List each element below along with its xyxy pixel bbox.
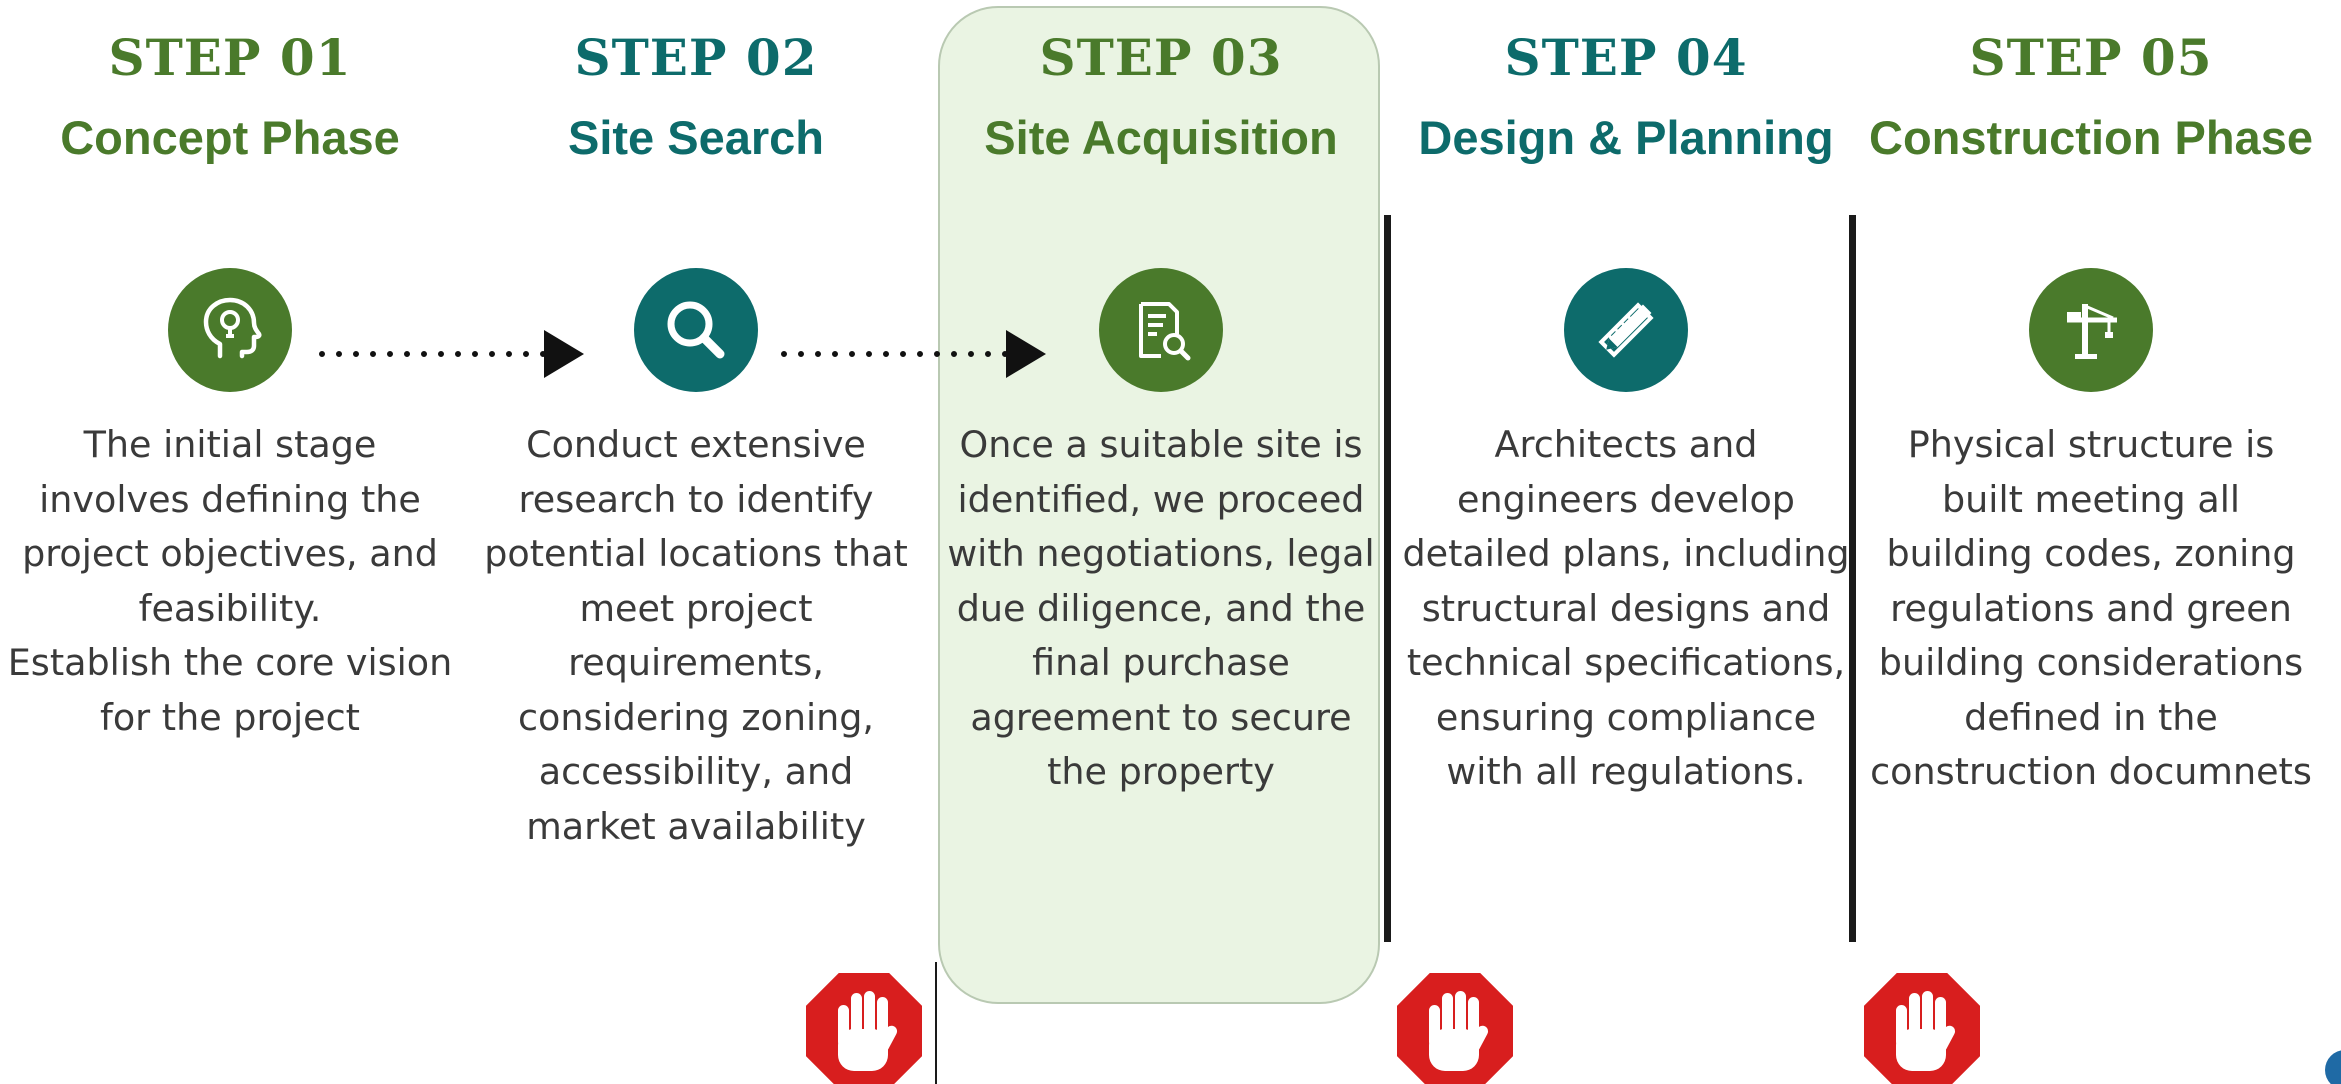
corner-widget[interactable] bbox=[2325, 1050, 2341, 1084]
step-description: Architects and engineers develop detaile… bbox=[1402, 423, 1850, 793]
step-title: Site Acquisition bbox=[984, 111, 1338, 164]
stop-hand-icon[interactable] bbox=[802, 969, 926, 1084]
stop-hand-icon[interactable] bbox=[1393, 969, 1517, 1084]
step-number: STEP 05 bbox=[1969, 28, 2213, 87]
step-number: STEP 04 bbox=[1504, 28, 1748, 87]
step-description: The initial stage involves defining the … bbox=[7, 423, 453, 739]
tower-crane-icon bbox=[2029, 268, 2153, 392]
step-number: STEP 03 bbox=[1039, 28, 1283, 87]
step-description: Once a suitable site is identified, we p… bbox=[947, 423, 1375, 793]
stop-hand-icon[interactable] bbox=[1860, 969, 1984, 1084]
dotted-arrow-icon bbox=[319, 330, 584, 378]
divider-thin bbox=[935, 962, 937, 1084]
step-title: Concept Phase bbox=[60, 111, 400, 164]
step-description: Conduct extensive research to identify p… bbox=[484, 423, 908, 848]
step-description: Physical structure is built meeting all … bbox=[1870, 423, 2312, 793]
step-number: STEP 02 bbox=[574, 28, 818, 87]
divider-step-3-4 bbox=[1384, 215, 1391, 942]
divider-step-4-5 bbox=[1849, 215, 1856, 942]
step-title: Design & Planning bbox=[1418, 111, 1834, 164]
document-search-icon bbox=[1099, 268, 1223, 392]
dotted-arrow-icon bbox=[781, 330, 1046, 378]
head-lightbulb-icon bbox=[168, 268, 292, 392]
step-number: STEP 01 bbox=[108, 28, 352, 87]
magnifier-icon bbox=[634, 268, 758, 392]
step-title: Construction Phase bbox=[1869, 111, 2313, 164]
step-title: Site Search bbox=[567, 111, 825, 164]
active-step-highlight bbox=[938, 6, 1380, 1004]
ruler-pencil-icon bbox=[1564, 268, 1688, 392]
